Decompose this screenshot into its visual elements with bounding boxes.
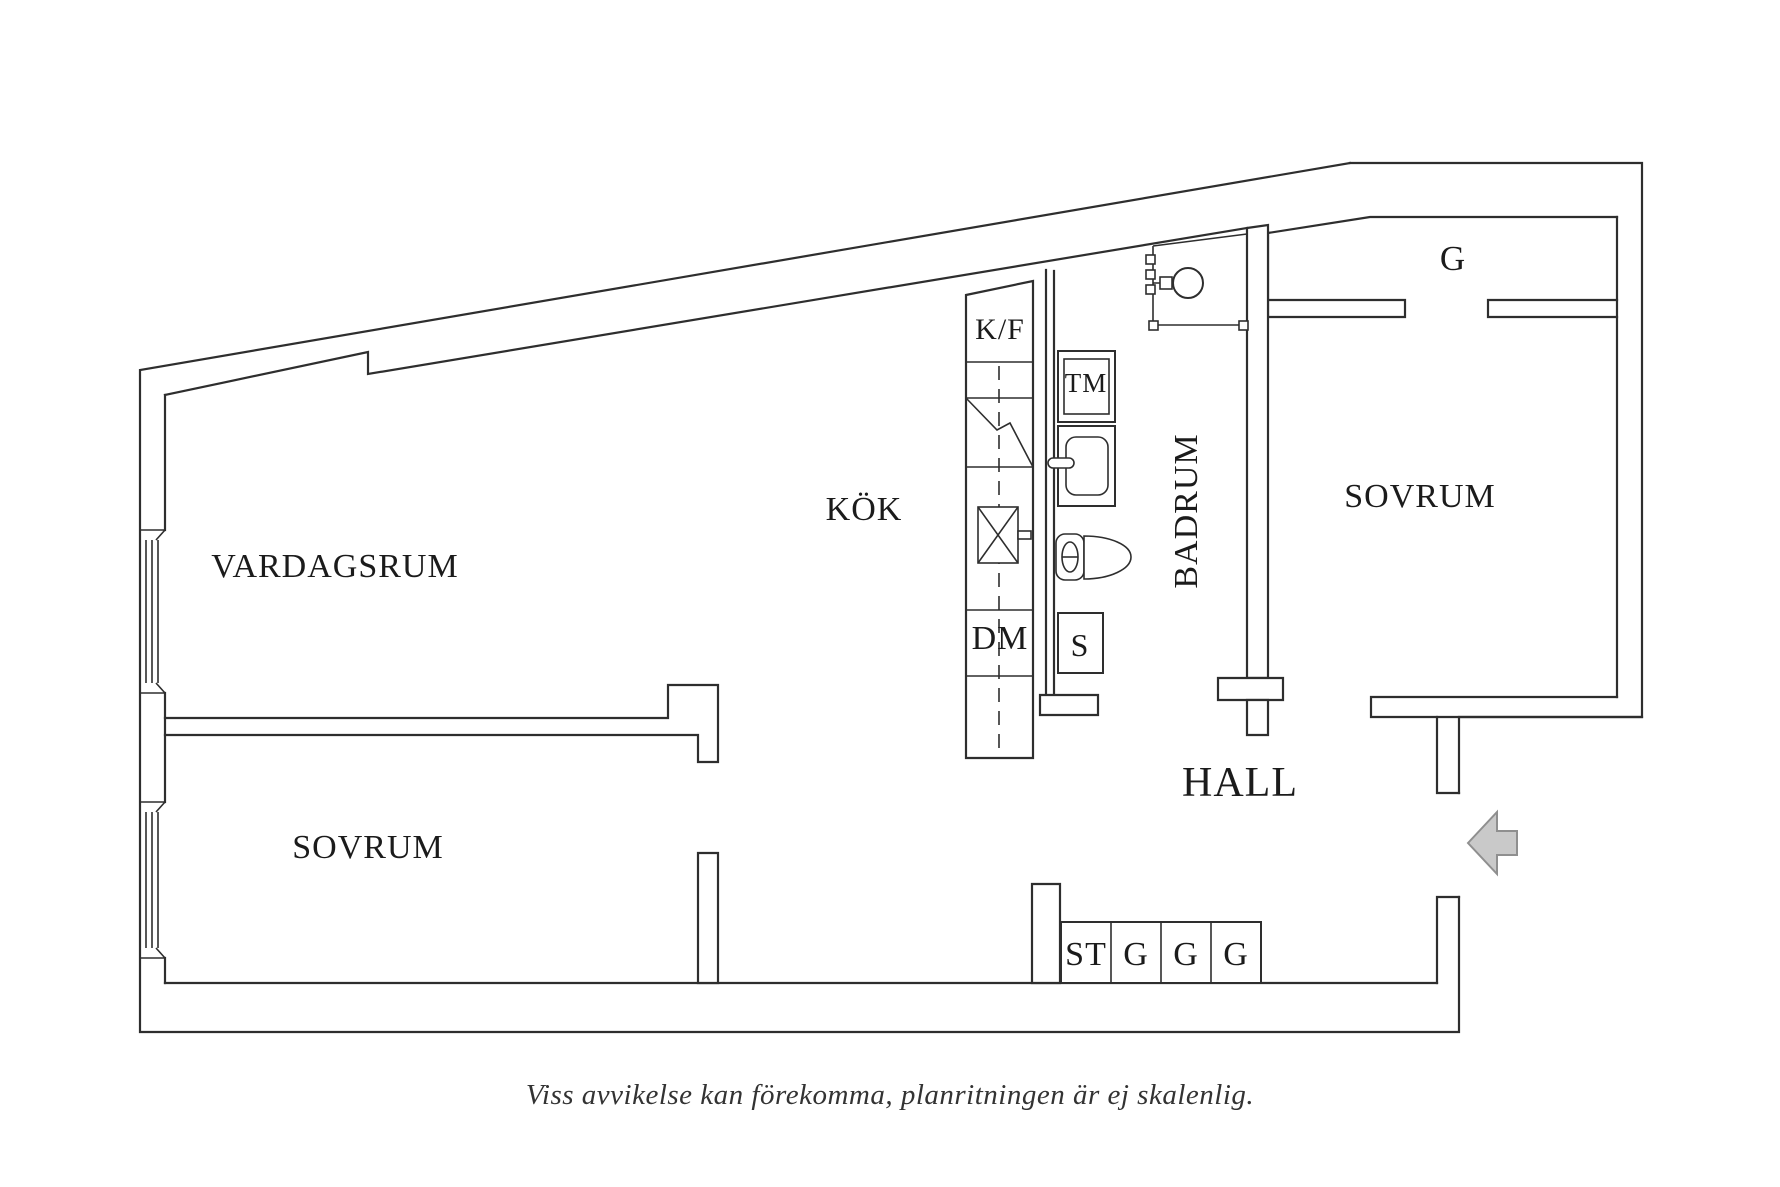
toilet-icon (1055, 533, 1132, 581)
door-pillar-bar (1216, 676, 1285, 702)
bathroom-cabinet (1057, 612, 1104, 674)
label-garderob: G (1440, 239, 1466, 278)
windows (140, 529, 166, 959)
shower-icon (1145, 233, 1249, 331)
label-sovrum-right: SOVRUM (1344, 478, 1495, 515)
washing-machine (1057, 350, 1116, 423)
bathroom-fixtures (1047, 233, 1249, 674)
badrum-sovrum-wall (1245, 223, 1270, 680)
window-sovrum (140, 801, 166, 959)
sovrum-right-bottom-wall (1369, 695, 1644, 719)
sink-icon (1047, 425, 1116, 507)
label-vardagsrum: VARDAGSRUM (211, 548, 458, 585)
stove-icon (977, 506, 1032, 564)
closet-side-wall (1030, 882, 1062, 985)
vardagsrum-sovrum-divider (163, 683, 720, 764)
label-hall: HALL (1182, 760, 1298, 806)
label-closet-g1: G (1123, 936, 1149, 973)
sink-diagonal-symbol (965, 397, 1034, 468)
door-pillar-stub (1245, 698, 1270, 737)
sovrum-left-door-wall (696, 851, 720, 985)
interior-walls (163, 223, 1285, 985)
label-closet-g3: G (1223, 936, 1249, 973)
badrum-left-wall (1044, 268, 1056, 697)
labels: VARDAGSRUM KÖK K/F DM TM S BADRUM SOVRUM… (211, 239, 1495, 1111)
label-badrum: BADRUM (1168, 433, 1205, 588)
inner-top-wall (163, 226, 1249, 397)
kitchen-counter (964, 279, 1035, 760)
exterior-walls (138, 161, 1644, 1034)
hall-closets (1060, 921, 1262, 984)
hall-right-wall (1435, 715, 1461, 985)
entrance-arrow-icon (1466, 809, 1518, 877)
label-kok: KÖK (826, 491, 903, 528)
label-closet-g2: G (1173, 936, 1199, 973)
garderob-bottom-wall (1266, 298, 1619, 319)
label-s: S (1071, 627, 1090, 663)
badrum-bottom-wall (1038, 693, 1100, 717)
label-dm: DM (972, 620, 1029, 657)
label-closet-st: ST (1065, 936, 1107, 973)
outer-boundary-left-bottom (138, 161, 1461, 1034)
label-kf: K/F (975, 313, 1025, 346)
label-sovrum-left: SOVRUM (292, 829, 443, 866)
window-vardagsrum (140, 529, 166, 694)
disclaimer-caption: Viss avvikelse kan förekomma, planritnin… (526, 1079, 1254, 1111)
label-tm: TM (1065, 368, 1108, 398)
